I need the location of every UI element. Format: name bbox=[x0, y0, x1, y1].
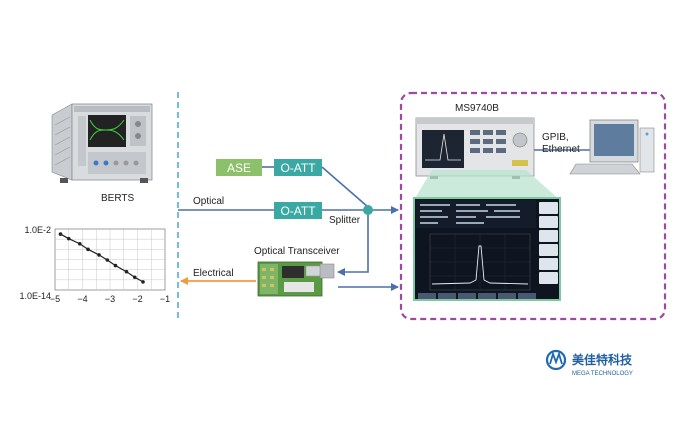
logo-text-cn: 美佳特科技 bbox=[572, 352, 633, 367]
optical-transceiver-icon bbox=[257, 261, 335, 297]
ber-chart-series bbox=[58, 232, 145, 284]
ber-xtick-label: −5 bbox=[50, 294, 60, 304]
berts-instrument-icon bbox=[51, 103, 153, 183]
splitter-label: Splitter bbox=[329, 215, 361, 226]
gpib-label: GPIB, bbox=[542, 132, 569, 143]
ber-chart-grid bbox=[55, 229, 165, 290]
line-splitter-transceiver bbox=[337, 214, 369, 276]
oatt-box-top: O-ATT bbox=[274, 159, 322, 176]
ber-xtick-label: −2 bbox=[132, 294, 142, 304]
ber-chart-xticks: −5 −4 −3 −2 −1 bbox=[50, 294, 170, 304]
berts-label: BERTS bbox=[101, 193, 135, 204]
ber-ytick-bottom: 1.0E-14 bbox=[19, 291, 51, 301]
ber-data-point bbox=[132, 275, 137, 280]
ber-data-point bbox=[113, 263, 118, 268]
ber-data-point bbox=[105, 258, 110, 262]
screen-zoom-beam bbox=[414, 170, 560, 200]
electrical-label: Electrical bbox=[193, 268, 234, 279]
ber-chart: 1.0E-2 1.0E-14 −5 −4 −3 −2 −1 bbox=[19, 225, 170, 304]
analyzer-group-box bbox=[399, 91, 667, 321]
oatt-box-bottom: O-ATT bbox=[274, 202, 322, 219]
analyzer-screen bbox=[413, 197, 561, 301]
optical-connections bbox=[178, 166, 399, 291]
ber-data-point bbox=[86, 247, 90, 252]
splitter-node bbox=[363, 205, 373, 215]
ase-box: ASE bbox=[216, 159, 262, 176]
ber-data-point bbox=[97, 253, 101, 257]
ber-data-point bbox=[58, 232, 63, 236]
transceiver-label: Optical Transceiver bbox=[254, 246, 340, 257]
ms9740b-label: MS9740B bbox=[455, 103, 499, 114]
ber-xtick-label: −3 bbox=[105, 294, 115, 304]
ber-data-point bbox=[77, 241, 82, 246]
ms9740b-instrument-icon bbox=[415, 117, 535, 179]
ber-data-point bbox=[66, 236, 71, 241]
pc-icon bbox=[569, 119, 655, 175]
logo-text-en: MEGA TECHNOLOGY bbox=[572, 371, 633, 377]
ber-xtick-label: −1 bbox=[160, 294, 170, 304]
ethernet-label: Ethernet bbox=[542, 144, 580, 155]
ber-series-line bbox=[60, 233, 144, 283]
ber-data-point bbox=[141, 280, 145, 284]
ber-xtick-label: −4 bbox=[77, 294, 87, 304]
ber-data-point bbox=[124, 269, 129, 274]
line-oatt1-splitter bbox=[321, 166, 369, 208]
mega-technology-logo: 美佳特科技 MEGA TECHNOLOGY bbox=[545, 349, 633, 377]
ber-ytick-top: 1.0E-2 bbox=[24, 225, 51, 235]
optical-label: Optical bbox=[193, 196, 225, 207]
